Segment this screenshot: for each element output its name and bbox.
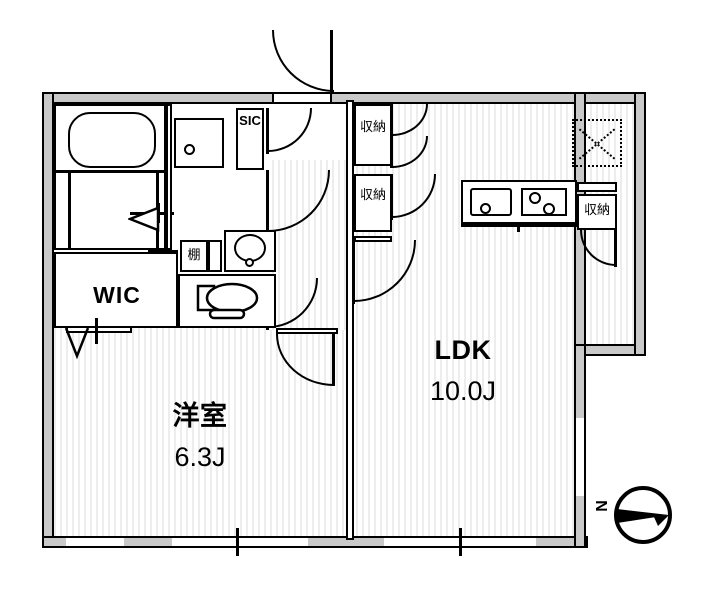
partition-ldk-vertical bbox=[346, 100, 354, 540]
bath-inner-edge-line bbox=[68, 170, 71, 250]
outer-wall-right-far bbox=[634, 92, 646, 356]
ceiling-marker-icon bbox=[572, 119, 622, 167]
bath-door-arrow-icon bbox=[128, 206, 160, 232]
kitchen-sink bbox=[470, 188, 512, 216]
shoe-in-closet[interactable] bbox=[236, 108, 264, 170]
stove-burner-1-icon bbox=[529, 192, 541, 204]
window-bedroom-main[interactable] bbox=[172, 536, 308, 548]
wic-folding-door-icon[interactable] bbox=[62, 326, 110, 360]
washing-machine-drain-icon bbox=[184, 144, 195, 155]
shelf-label: 棚 bbox=[187, 247, 201, 262]
compass-ring-icon bbox=[614, 486, 672, 544]
shelf-box bbox=[180, 240, 208, 272]
compass-needle-icon bbox=[617, 509, 669, 526]
sic-door-leaf bbox=[266, 108, 269, 154]
stove-burner-2-icon bbox=[543, 203, 555, 215]
bedroom-room-name: 洋室 bbox=[172, 401, 228, 431]
storage-3-shelf-line bbox=[577, 182, 617, 192]
compass-north-label: N bbox=[593, 500, 611, 512]
ldk-room-area: 10.0J bbox=[429, 376, 497, 406]
ldk-entry-door-leaf bbox=[352, 240, 355, 304]
storage-2-door-leaf bbox=[390, 174, 393, 220]
kitchen-sink-drain-icon bbox=[480, 203, 491, 214]
window-bedroom-left[interactable] bbox=[66, 536, 124, 548]
storage-1[interactable] bbox=[354, 104, 392, 166]
storage-3-door-leaf bbox=[614, 230, 617, 267]
shoe-in-closet-label: SIC bbox=[239, 113, 261, 128]
outer-wall-left bbox=[42, 92, 54, 548]
storage-2-label: 収納 bbox=[359, 187, 386, 202]
floor-ldk bbox=[352, 100, 574, 540]
washroom-door-leaf bbox=[266, 170, 269, 234]
wic-label: WIC bbox=[93, 282, 141, 308]
ldk-room-name: LDK bbox=[434, 335, 492, 365]
window-bedroom-mullion bbox=[236, 528, 239, 556]
storage-3[interactable] bbox=[577, 194, 617, 230]
window-ldk-right[interactable] bbox=[574, 418, 586, 496]
washing-machine-pan bbox=[174, 118, 224, 168]
entrance-door-swing[interactable] bbox=[272, 30, 334, 92]
bedroom-room-area: 6.3J bbox=[174, 442, 226, 472]
outer-wall-top bbox=[42, 92, 646, 104]
storage-2[interactable] bbox=[354, 174, 392, 232]
compass-rose bbox=[614, 486, 672, 544]
washbasin-faucet-icon bbox=[245, 258, 254, 267]
storage-1-door-leaf bbox=[390, 104, 393, 168]
storage-3-label: 収納 bbox=[583, 202, 610, 217]
entrance-door-leaf bbox=[330, 30, 333, 94]
bathtub bbox=[68, 112, 156, 168]
shelf-side-box bbox=[208, 240, 222, 272]
kitchen-counter-split bbox=[517, 224, 520, 232]
window-ldk-mullion bbox=[459, 528, 462, 556]
storage-1-label: 収納 bbox=[359, 119, 386, 134]
toilet-icon bbox=[196, 282, 259, 320]
wic-door-stile bbox=[95, 318, 98, 344]
bedroom-door-leaf bbox=[332, 334, 335, 386]
entrance-door-threshold bbox=[272, 92, 332, 104]
bath-divider-line bbox=[56, 170, 164, 173]
bedroom-door-frame bbox=[276, 328, 338, 334]
washroom-partition-v bbox=[166, 104, 172, 250]
washbasin-bowl-icon bbox=[234, 234, 266, 262]
